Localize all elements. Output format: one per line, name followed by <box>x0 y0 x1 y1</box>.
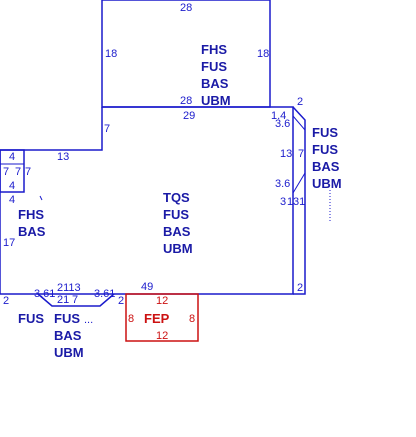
fep-box-outline <box>125 293 199 342</box>
main-label-fus: FUS <box>163 207 189 222</box>
top-section-outline <box>101 0 271 108</box>
main-bottom-right-dim: 2 <box>297 282 303 294</box>
top-label-bas: BAS <box>201 76 229 91</box>
left-box-dim-7c: 7 <box>25 166 31 178</box>
top-bottom-width-dim: 28 <box>180 95 192 107</box>
fep-label: FEP <box>144 311 170 326</box>
bottom-label-fus-2: FUS <box>54 311 80 326</box>
annex-label-fus-2: FUS <box>312 142 338 157</box>
right-dim-31: 31 <box>293 196 305 208</box>
right-dim-2: 2 <box>297 96 303 108</box>
left-box-outline <box>0 149 25 193</box>
bottom-dim-2-right: 2 <box>118 295 124 307</box>
top-label-ubm: UBM <box>201 93 231 108</box>
right-dim-1-4: 1.4 <box>271 110 286 122</box>
right-dim-7: 7 <box>298 148 304 160</box>
main-section-outline <box>0 106 294 295</box>
fep-top-dim: 12 <box>156 295 168 307</box>
bottom-dim-3-61-right: 3.61 <box>94 288 115 300</box>
bottom-label-ellipsis: ... <box>84 314 93 326</box>
bottom-dim-2-left: 2 <box>3 295 9 307</box>
annex-label-ubm: UBM <box>312 176 342 191</box>
bottom-dim-21: 21 <box>57 294 69 306</box>
bottom-bump-outline <box>37 293 115 307</box>
main-left-run-dim: 13 <box>57 151 69 163</box>
top-height-left-dim: 18 <box>105 48 117 60</box>
annex-label-fus-1: FUS <box>312 125 338 140</box>
bottom-label-fus-1: FUS <box>18 311 44 326</box>
top-width-dim: 28 <box>180 2 192 14</box>
annex-label-bas: BAS <box>312 159 340 174</box>
main-label-tqs: TQS <box>163 190 190 205</box>
main-left-height-dim: 17 <box>3 237 15 249</box>
bottom-dim-7: 7 <box>72 294 78 306</box>
right-dim-13: 13 <box>280 148 292 160</box>
top-label-fus: FUS <box>201 59 227 74</box>
bottom-dim-3-61-left: 3.61 <box>34 288 55 300</box>
right-annex-outline <box>292 106 306 295</box>
main-bottom-width-dim: 49 <box>141 281 153 293</box>
left-label-bas: BAS <box>18 224 46 239</box>
main-left-step-dim: 7 <box>104 123 110 135</box>
right-dim-1: 1 <box>287 196 293 208</box>
bottom-label-ubm: UBM <box>54 345 84 360</box>
top-label-fhs: FHS <box>201 42 227 57</box>
main-label-bas: BAS <box>163 224 191 239</box>
left-box-dim-7b: 7 <box>15 166 21 178</box>
top-height-right-dim: 18 <box>257 48 269 60</box>
right-dim-3: 3 <box>280 196 286 208</box>
right-annex-top-diagonal <box>292 115 306 131</box>
left-box-tick <box>39 195 43 201</box>
bottom-label-bas: BAS <box>54 328 82 343</box>
right-annex-diagonal <box>292 172 306 194</box>
right-dim-3-6-bottom: 3.6 <box>275 178 290 190</box>
fep-left-dim: 8 <box>128 313 134 325</box>
left-box-dim-bottom: 4 <box>9 180 15 192</box>
left-box-dim-7a: 7 <box>3 166 9 178</box>
main-label-ubm: UBM <box>163 241 193 256</box>
left-box-dim-top: 4 <box>9 151 15 163</box>
fep-bottom-dim: 12 <box>156 330 168 342</box>
main-top-width-dim: 29 <box>183 110 195 122</box>
left-box-dim-outer: 4 <box>9 194 15 206</box>
bottom-dim-2113: 2113 <box>57 282 81 294</box>
right-dim-3-6-top: 3.6 <box>275 118 290 130</box>
fep-right-dim: 8 <box>189 313 195 325</box>
left-label-fhs: FHS <box>18 207 44 222</box>
